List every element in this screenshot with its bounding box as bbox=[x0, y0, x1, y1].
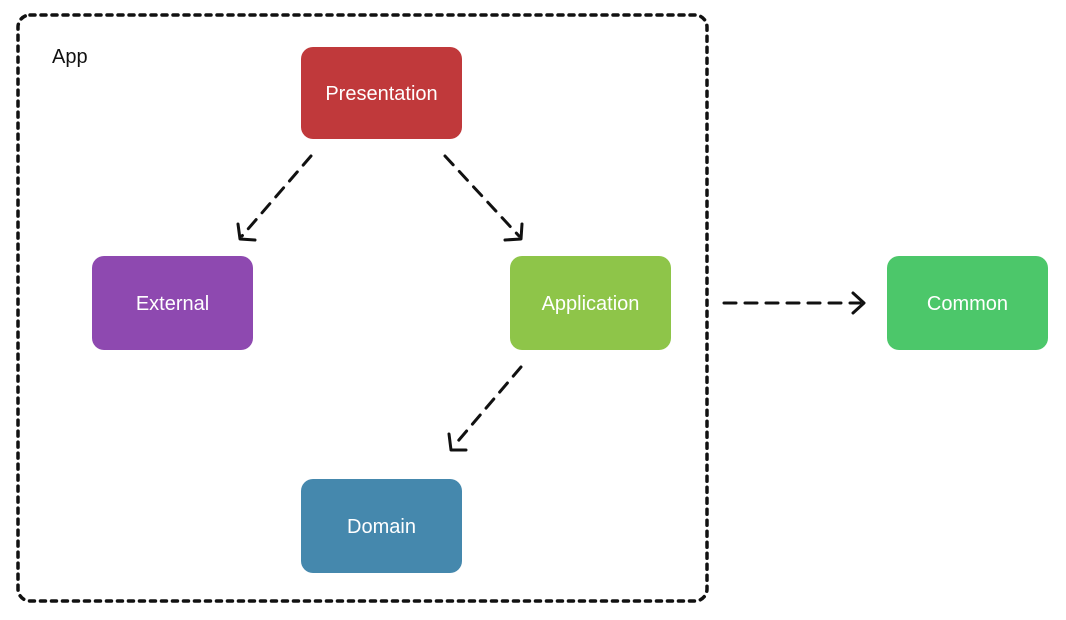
edge-presentation-external bbox=[236, 154, 313, 242]
edge-line bbox=[443, 154, 521, 238]
app-group-border bbox=[16, 13, 709, 603]
edge-application-domain bbox=[447, 365, 523, 452]
app-group-label: App bbox=[52, 46, 88, 68]
node-common-box bbox=[887, 256, 1048, 350]
node-application-label: Application bbox=[542, 293, 640, 315]
node-domain[interactable]: Domain bbox=[301, 479, 462, 573]
arrowhead-icon bbox=[447, 432, 468, 452]
node-application-box bbox=[510, 256, 671, 350]
edge-line bbox=[451, 365, 523, 449]
node-common[interactable]: Common bbox=[887, 256, 1048, 350]
node-domain-box bbox=[301, 479, 462, 573]
edge-application-common bbox=[722, 291, 866, 315]
arrowhead-icon bbox=[503, 222, 524, 242]
arrowhead-icon bbox=[236, 222, 257, 242]
node-common-label: Common bbox=[927, 293, 1008, 315]
node-domain-label: Domain bbox=[347, 516, 416, 538]
edge-line bbox=[240, 154, 313, 238]
app-group: App bbox=[16, 13, 709, 603]
node-presentation-box bbox=[301, 47, 462, 139]
arrowhead-icon bbox=[851, 291, 866, 315]
edge-presentation-application bbox=[443, 154, 524, 242]
node-external-box bbox=[92, 256, 253, 350]
node-application[interactable]: Application bbox=[510, 256, 671, 350]
node-presentation[interactable]: Presentation bbox=[301, 47, 462, 139]
node-presentation-label: Presentation bbox=[325, 83, 437, 105]
node-external-label: External bbox=[136, 293, 209, 315]
node-external[interactable]: External bbox=[92, 256, 253, 350]
